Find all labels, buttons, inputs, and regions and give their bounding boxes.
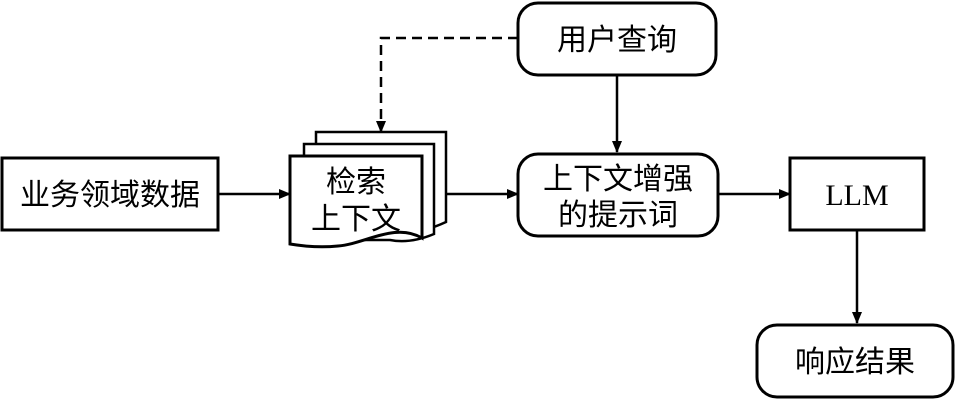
node-domain-data: 业务领域数据: [0, 156, 220, 232]
enhanced-prompt-label-line1: 上下文增强: [543, 162, 693, 197]
node-user-query: 用户查询: [516, 1, 718, 77]
node-llm: LLM: [788, 156, 926, 232]
domain-data-label: 业务领域数据: [20, 178, 200, 213]
response-box: [755, 323, 955, 399]
response-label: 响应结果: [795, 345, 915, 380]
llm-box: [788, 156, 926, 232]
dashed-arrow-query-to-context: [376, 36, 518, 133]
connectors: [218, 36, 862, 324]
document-stack-front: [288, 154, 424, 249]
node-enhanced-prompt: 上下文增强 的提示词: [516, 152, 720, 238]
node-retrieved-context: 检索 上下文: [288, 130, 448, 249]
enhanced-prompt-label-line2: 的提示词: [558, 198, 678, 233]
retrieved-context-label-line1: 检索: [326, 165, 386, 200]
node-response: 响应结果: [755, 323, 955, 399]
user-query-label: 用户查询: [557, 23, 677, 58]
llm-label: LLM: [825, 179, 888, 212]
enhanced-prompt-box: [516, 152, 720, 238]
user-query-box: [516, 1, 718, 77]
domain-data-box: [0, 156, 220, 232]
retrieved-context-label-line2: 上下文: [311, 202, 401, 237]
